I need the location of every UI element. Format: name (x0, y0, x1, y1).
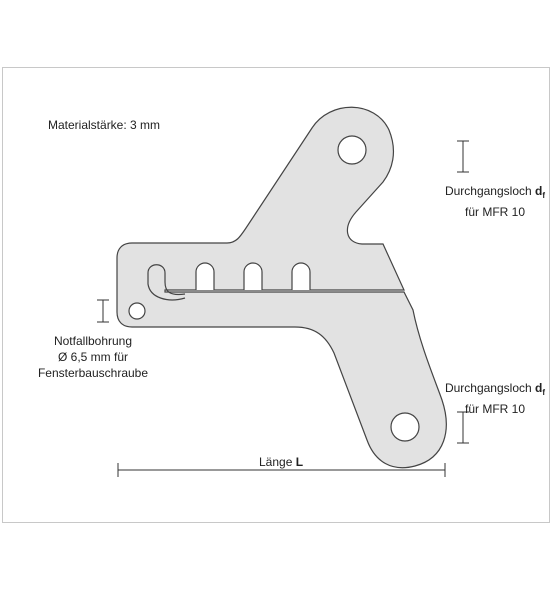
bottom-through-hole (390, 412, 420, 442)
slot-curved-inner (147, 273, 186, 301)
emergency-hole-label-line2: Ø 6,5 mm für (57, 350, 128, 364)
slot-1 (195, 262, 215, 290)
drawing-frame (2, 67, 550, 523)
length-label-text: Länge (259, 455, 296, 469)
slot-3 (291, 262, 311, 290)
length-label: Länge L (259, 454, 303, 470)
emergency-hole-label: Notfallbohrung Ø 6,5 mm für Fensterbausc… (18, 333, 168, 381)
top-hole-label-sub: f (542, 191, 546, 200)
material-thickness-label: Materialstärke: 3 mm (48, 118, 161, 132)
top-hole-label-d: d (535, 184, 543, 198)
bottom-hole-label-line2: für MFR 10 (464, 402, 525, 416)
top-hole-label-text: Durchgangsloch (444, 184, 536, 198)
top-through-hole (337, 135, 367, 165)
bracket-part (116, 106, 447, 469)
dimension-length (117, 463, 446, 477)
top-hole-label: Durchgangsloch df für MFR 10 (436, 183, 554, 220)
bottom-hole-label-d: d (535, 381, 543, 395)
emergency-hole-label-line1: Notfallbohrung (53, 334, 133, 348)
slot-curved (147, 264, 186, 296)
bottom-hole-label-sub: f (542, 388, 546, 397)
dimension-emergency-hole (97, 299, 109, 323)
slot-2 (243, 262, 263, 290)
emergency-hole-label-line3: Fensterbauschraube (37, 366, 149, 380)
emergency-hole (128, 302, 146, 320)
dimension-bottom-hole (457, 411, 469, 444)
bottom-hole-label-text: Durchgangsloch (444, 381, 536, 395)
length-label-symbol: L (295, 455, 304, 469)
bottom-hole-label: Durchgangsloch df für MFR 10 (436, 380, 554, 417)
top-hole-label-line1: Durchgangsloch df (436, 183, 554, 204)
bottom-hole-label-line1: Durchgangsloch df (436, 380, 554, 401)
top-hole-label-line2: für MFR 10 (464, 205, 525, 219)
dimension-top-hole (457, 140, 469, 173)
